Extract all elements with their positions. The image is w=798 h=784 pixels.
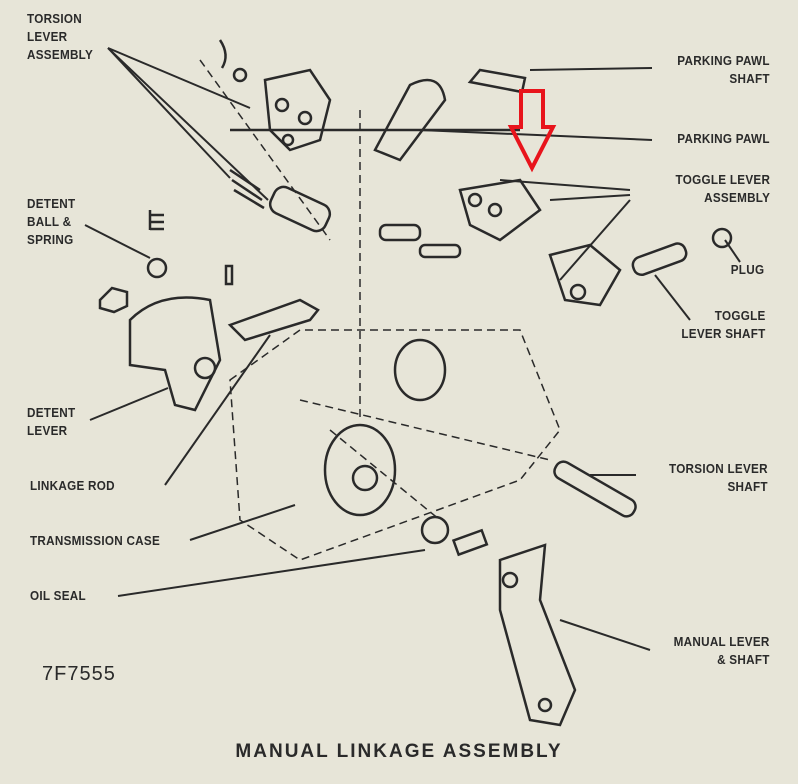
label-line: BALL &: [27, 214, 72, 229]
label-line: LEVER: [27, 29, 68, 44]
label-detent-lever: DETENT LEVER: [27, 404, 75, 440]
label-line: DETENT: [27, 405, 76, 420]
label-line: TOGGLE LEVER: [675, 172, 770, 187]
label-plug: PLUG: [730, 262, 764, 277]
parts: [98, 39, 733, 727]
label-oil-seal: OIL SEAL: [30, 588, 86, 603]
label-line: & SHAFT: [717, 652, 770, 667]
label-line: ASSEMBLY: [703, 190, 770, 205]
label-line: DETENT: [27, 196, 76, 211]
figure-number: 7F7555: [42, 663, 116, 685]
label-line: SPRING: [27, 232, 74, 247]
label-torsion-lever-shaft: TORSION LEVER SHAFT: [669, 460, 768, 496]
label-torsion-lever-assembly: TORSION LEVER ASSEMBLY: [27, 10, 93, 64]
label-detent-ball-spring: DETENT BALL & SPRING: [27, 195, 75, 249]
label-line: TORSION LEVER: [669, 461, 768, 476]
label-line: LEVER SHAFT: [681, 326, 766, 341]
label-line: LEVER: [27, 423, 68, 438]
label-line: PARKING PAWL: [677, 53, 770, 68]
label-toggle-lever-assembly: TOGGLE LEVER ASSEMBLY: [675, 171, 770, 207]
label-linkage-rod: LINKAGE ROD: [30, 478, 115, 493]
label-line: SHAFT: [727, 479, 768, 494]
highlight-arrow-icon: [507, 89, 557, 173]
label-line: TOGGLE: [715, 308, 766, 323]
label-toggle-lever-shaft: TOGGLE LEVER SHAFT: [682, 307, 766, 343]
label-line: ASSEMBLY: [27, 47, 94, 62]
label-parking-pawl: PARKING PAWL: [677, 131, 770, 146]
label-line: TORSION: [27, 11, 82, 26]
label-manual-lever-shaft: MANUAL LEVER & SHAFT: [674, 633, 770, 669]
label-line: MANUAL LEVER: [674, 634, 770, 649]
label-line: SHAFT: [729, 71, 770, 86]
label-parking-pawl-shaft: PARKING PAWL SHAFT: [677, 52, 770, 88]
diagram-caption: MANUAL LINKAGE ASSEMBLY: [235, 741, 563, 762]
leader-lines: [84, 47, 741, 651]
label-transmission-case: TRANSMISSION CASE: [30, 533, 161, 548]
